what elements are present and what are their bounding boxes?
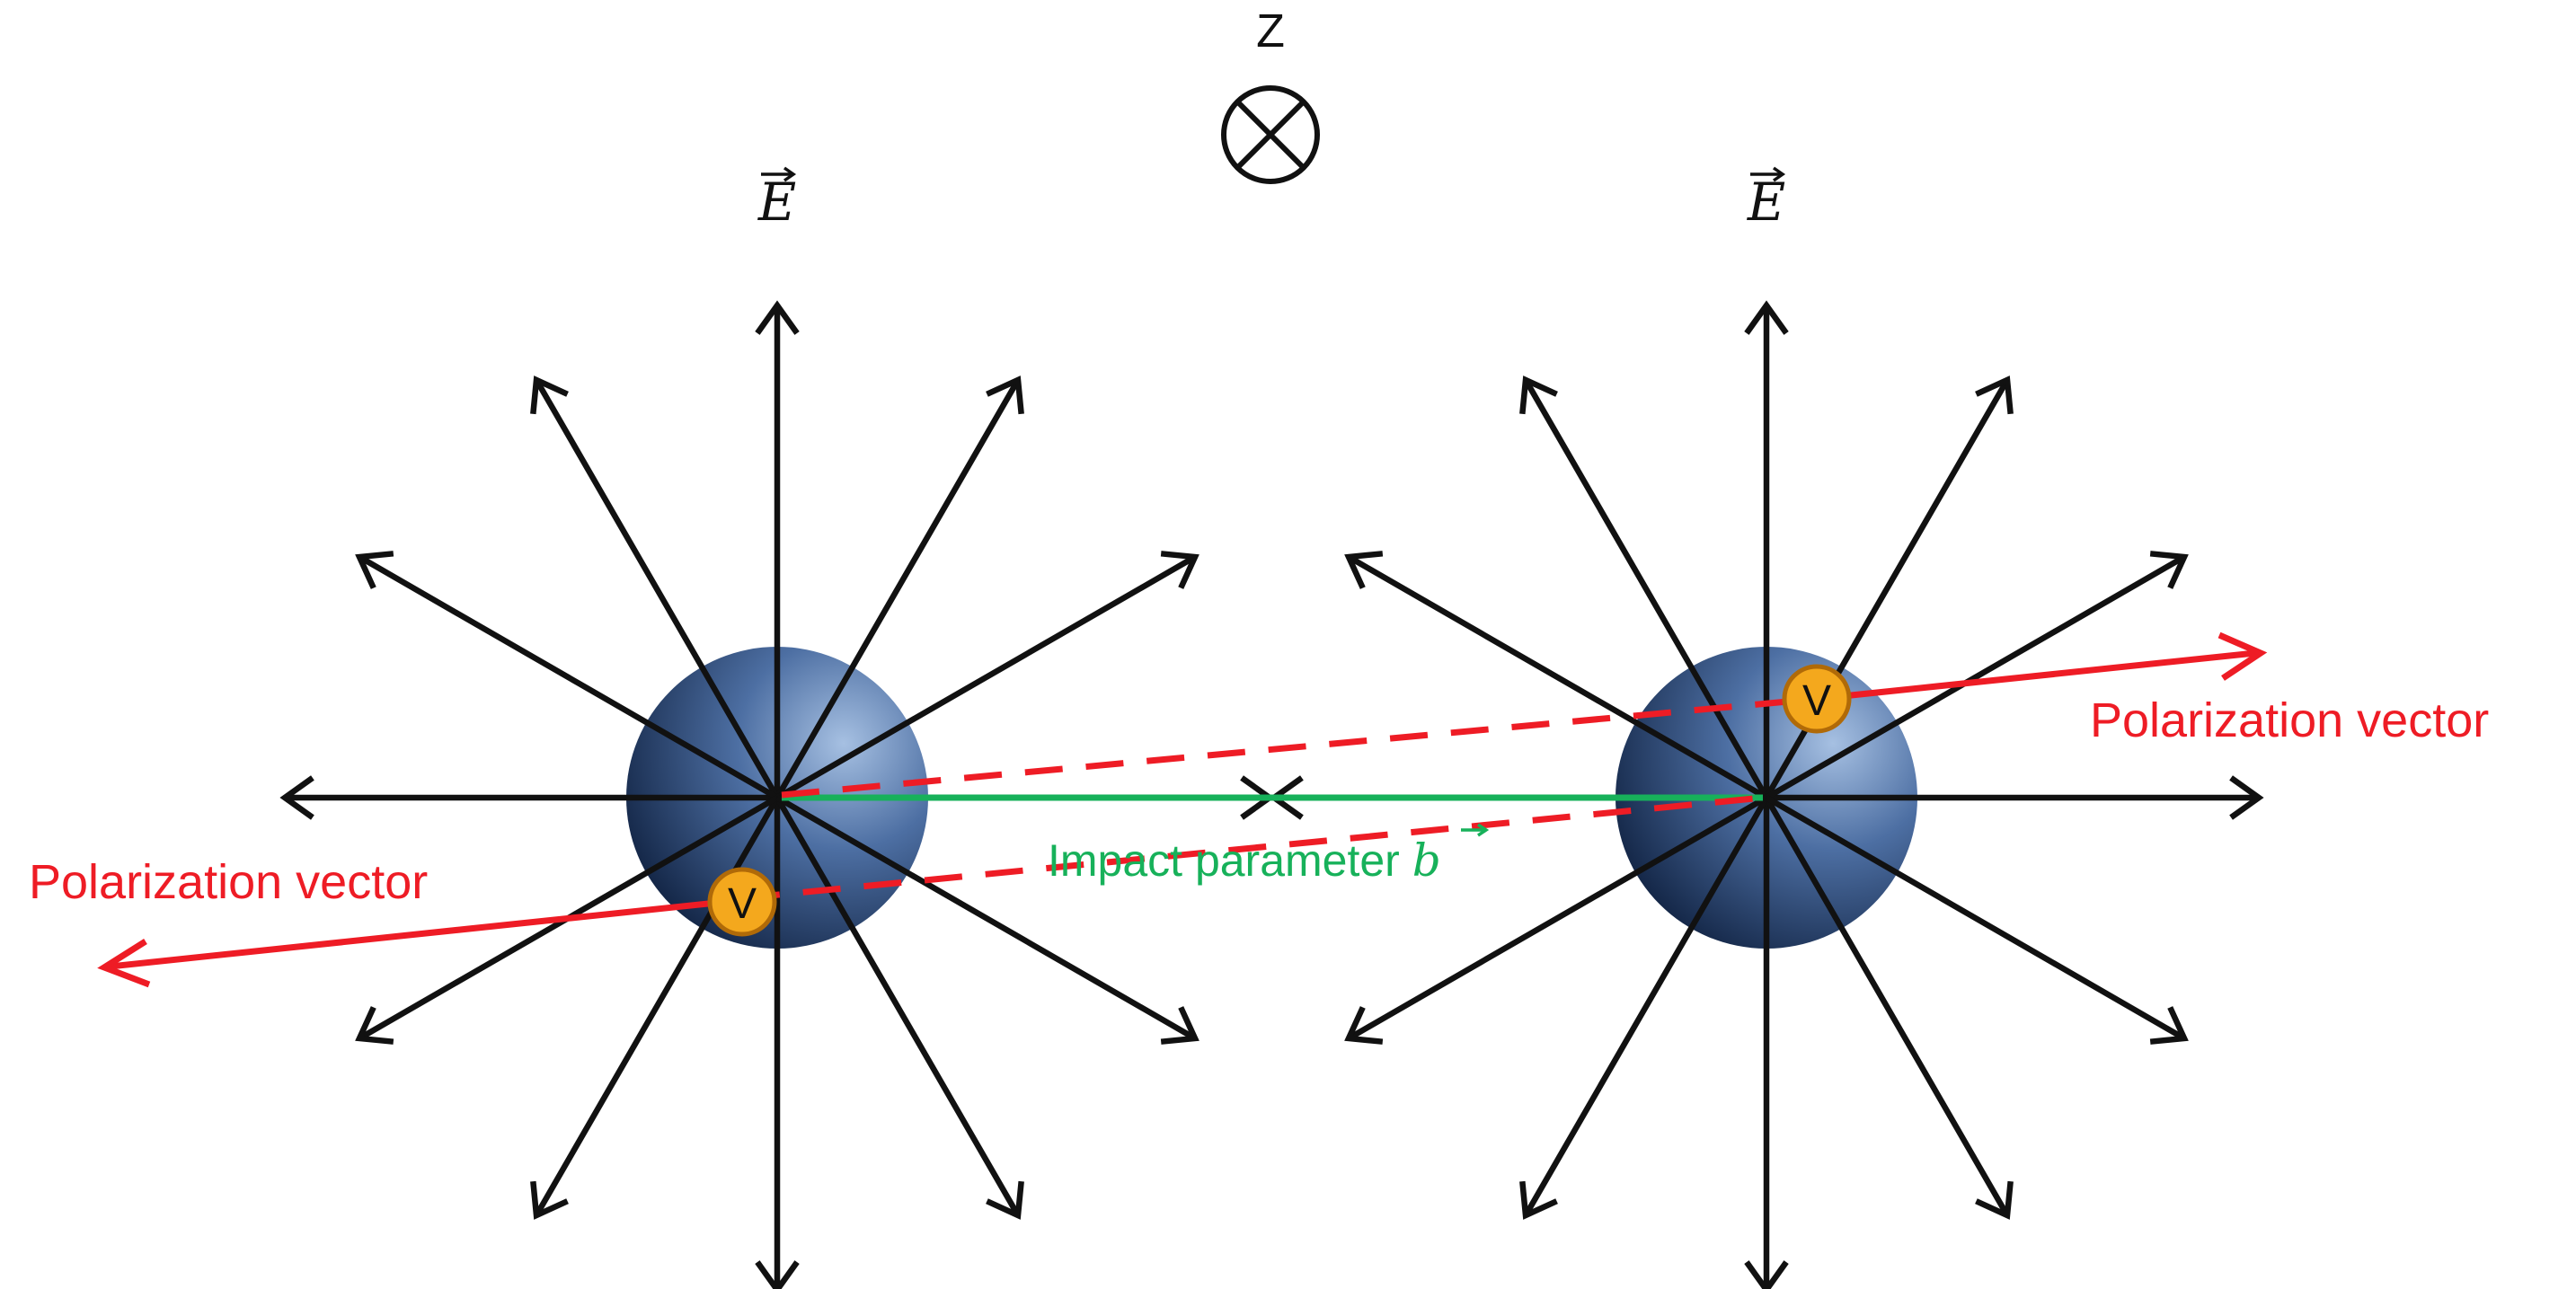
polarization-label-left: Polarization vector [29,855,428,909]
field-arrowhead-right-4 [2229,775,2264,820]
field-arrowhead-left-3 [279,775,314,820]
polarization-dash-lower [741,794,1764,902]
field-arrowhead-left-5 [530,375,569,415]
particle-left-label: V [728,880,757,928]
svg-text:Impact parameter b: Impact parameter b [1048,834,1441,887]
field-arrow-left-8 [775,796,1021,1217]
field-arrowhead-left-7 [530,1180,569,1220]
field-arrow-left-12 [775,795,1197,1041]
polarization-label-right: Polarization vector [2090,693,2489,747]
field-arrowhead-left-10 [1160,551,1199,589]
field-arrowhead-left-12 [1160,1006,1199,1045]
field-arrow-left-9 [358,554,779,800]
field-label-left: E [757,166,796,233]
field-arrowhead-right-2 [1744,1260,1789,1289]
field-arrowhead-right-6 [1975,375,2014,415]
field-arrow-right-10 [1765,554,2186,800]
field-arrowhead-right-10 [2149,551,2189,589]
field-arrowhead-left-8 [986,1180,1024,1220]
field-arrow-left-5 [534,378,780,799]
field-arrowhead-right-12 [2149,1006,2189,1045]
polarization-vector-right [1816,631,2268,702]
field-arrowhead-right-9 [1344,551,1384,589]
field-arrow-left-10 [775,554,1197,800]
field-arrowhead-right-5 [1519,375,1558,415]
circled-times-icon [1221,85,1320,184]
impact-label-text: Impact parameter [1048,835,1412,886]
field-arrowhead-left-1 [755,300,800,335]
field-arrow-right-5 [1523,378,1769,799]
polarization-dash-upper [781,695,1818,799]
field-arrowhead-left-2 [755,1260,800,1289]
field-arrowhead-right-8 [1975,1180,2014,1220]
impact-parameter-label: Impact parameter b [1048,823,1490,887]
particle-right: V [1782,664,1852,734]
z-axis-label: Z [1256,5,1285,57]
particle-right-label: V [1802,677,1831,725]
field-symbol-left: E [757,172,796,233]
field-arrow-right-11 [1347,795,1768,1041]
field-arrow-right-12 [1765,795,2186,1041]
field-label-right: E [1747,166,1785,233]
field-arrowhead-right-7 [1519,1180,1558,1220]
field-arrowhead-left-11 [355,1006,394,1045]
impact-symbol: b [1412,834,1441,887]
field-arrow-left-7 [534,796,780,1217]
field-arrow-right-7 [1523,796,1769,1217]
polarization-vector-left [97,896,743,988]
field-arrowhead-left-9 [355,551,394,589]
field-arrowhead-left-6 [986,375,1024,415]
field-arrow-right-8 [1764,796,2010,1217]
field-symbol-right: E [1747,172,1785,233]
field-arrowhead-right-1 [1744,300,1789,335]
field-arrow-right-9 [1347,554,1768,800]
particle-left: V [707,867,777,937]
field-arrowhead-right-11 [1344,1006,1384,1045]
field-arrow-left-6 [775,378,1021,799]
